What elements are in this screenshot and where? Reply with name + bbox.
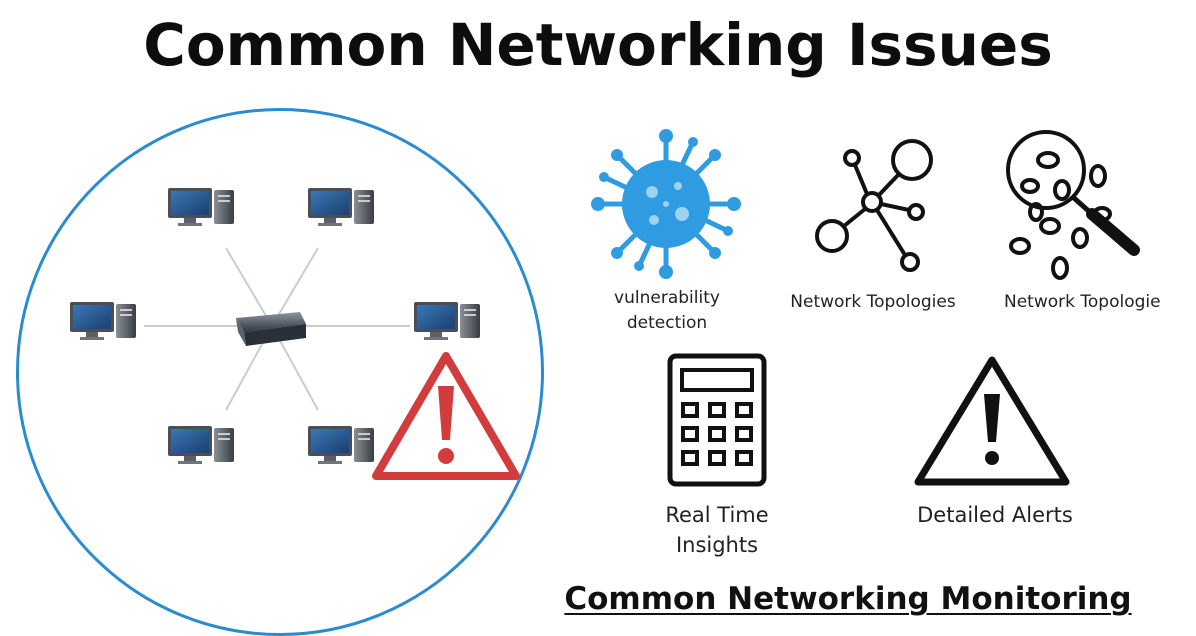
label-line: vulnerability xyxy=(614,288,720,308)
virus-icon xyxy=(591,129,741,279)
network-switch-icon xyxy=(236,312,306,346)
network-topologies-label: Network Topologies xyxy=(764,290,982,315)
page-title: Common Networking Issues xyxy=(143,11,1053,79)
alert-triangle-icon xyxy=(372,352,520,480)
vulnerability-detection-label: vulnerability detection xyxy=(596,286,738,336)
computer-icon xyxy=(308,188,374,226)
network-topologies-label-2: Network Topologie xyxy=(1004,290,1196,315)
computer-icon xyxy=(308,426,374,464)
computer-icon xyxy=(168,426,234,464)
label-line: Detailed Alerts xyxy=(917,503,1073,527)
label-line: Insights xyxy=(675,533,759,557)
computer-icon xyxy=(168,188,234,226)
label-line: Network Topologie xyxy=(1004,292,1161,312)
computer-icon xyxy=(70,302,136,340)
topology-icon xyxy=(815,139,933,272)
calculator-icon xyxy=(667,353,767,487)
magnifier-cells-icon xyxy=(1006,130,1140,280)
computer-icon xyxy=(414,302,480,340)
label-line: Network Topologies xyxy=(790,292,956,312)
label-line: detection xyxy=(626,313,708,333)
label-line: Real Time xyxy=(665,503,769,527)
footer-heading: Common Networking Monitoring xyxy=(564,581,1132,617)
real-time-insights-label: Real Time Insights xyxy=(646,500,788,560)
detailed-alerts-label: Detailed Alerts xyxy=(892,500,1098,530)
warning-icon xyxy=(914,356,1070,486)
